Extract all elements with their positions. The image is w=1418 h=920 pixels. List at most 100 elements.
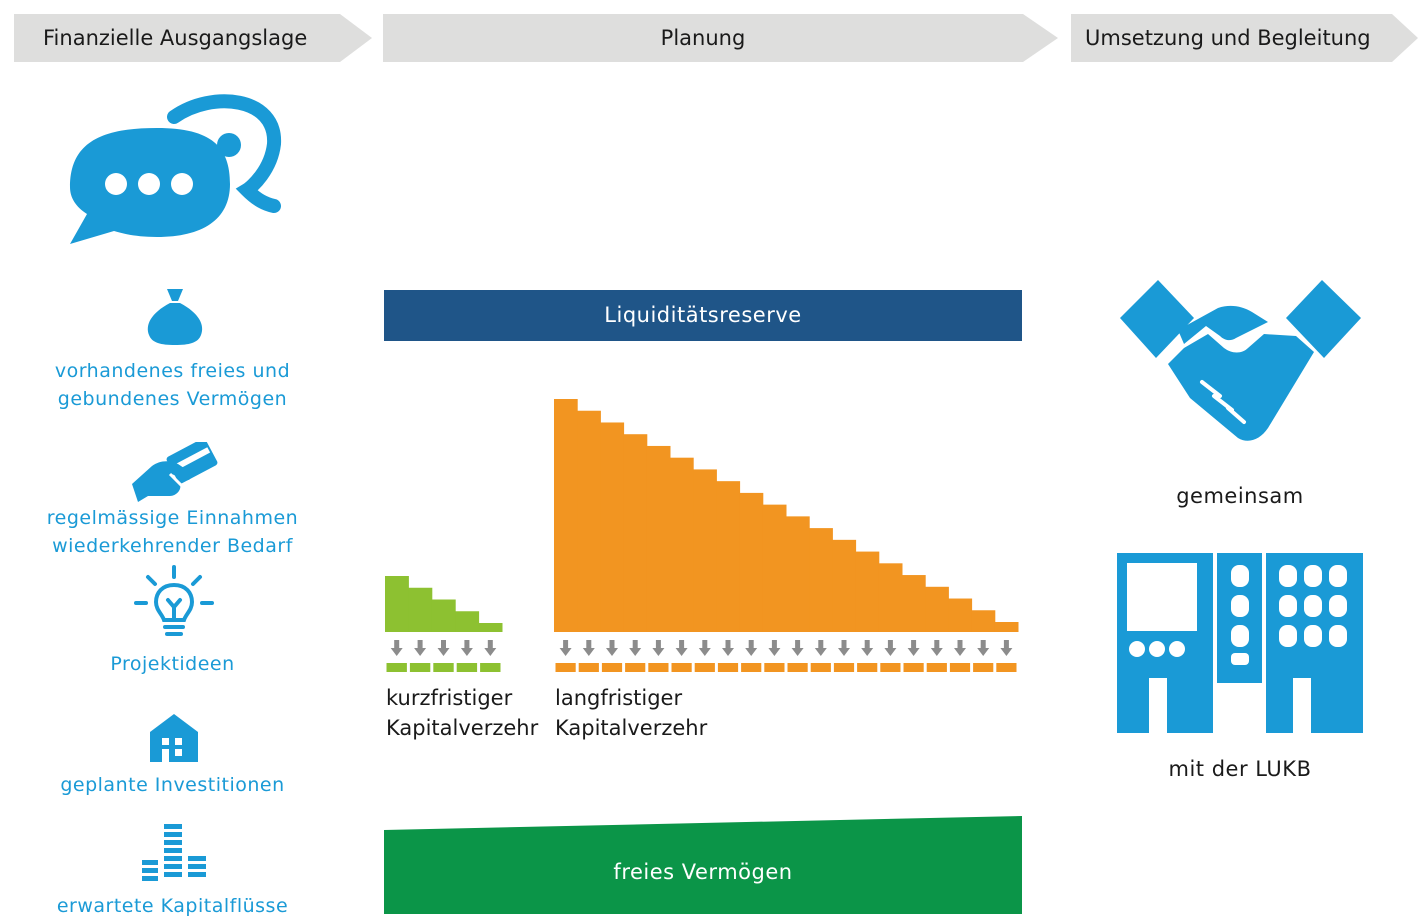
long-term-dash — [996, 663, 1017, 672]
long-term-arrow-head — [814, 648, 827, 656]
long-term-dash — [949, 663, 971, 672]
short-term-line1: kurzfristiger — [386, 686, 513, 710]
long-term-arrow-head — [791, 648, 804, 656]
short-term-arrow-shaft — [394, 640, 400, 649]
long-term-arrow-head — [977, 648, 990, 656]
together-caption: gemeinsam — [1176, 484, 1304, 508]
short-term-line2: Kapitalverzehr — [386, 716, 539, 740]
short-term-arrow-head — [414, 648, 427, 656]
coin-stacks-icon — [142, 824, 206, 881]
long-term-arrow-head — [722, 648, 734, 656]
long-term-step — [809, 528, 833, 632]
short-term-arrow-shaft — [464, 640, 470, 649]
long-term-step — [716, 481, 741, 632]
hand-card-icon — [132, 442, 218, 502]
cashflows-caption: erwartete Kapitalflüsse — [56, 895, 289, 917]
handshake-icon — [1120, 280, 1361, 441]
short-term-dash — [433, 663, 454, 672]
long-term-arrow-head — [745, 648, 758, 656]
short-term-step — [385, 576, 409, 632]
long-term-arrow-head — [907, 648, 920, 656]
long-term-arrow-head — [675, 648, 688, 656]
long-term-step — [600, 422, 625, 632]
long-term-step — [646, 445, 671, 632]
long-term-arrow-shaft — [911, 640, 917, 649]
long-term-arrow-shaft — [748, 640, 754, 649]
long-term-arrow-shaft — [655, 640, 661, 649]
money-bag-icon — [147, 289, 203, 345]
long-term-arrow-head — [768, 648, 781, 656]
long-term-arrow-shaft — [725, 640, 731, 649]
long-term-arrow-shaft — [864, 640, 870, 649]
long-term-arrow-head — [606, 648, 618, 656]
short-term-dash — [456, 663, 478, 672]
long-term-arrow-shaft — [841, 640, 847, 649]
long-term-arrow-head — [954, 648, 966, 656]
long-term-dash — [787, 663, 808, 672]
short-term-arrow-head — [484, 648, 497, 656]
long-term-dash — [903, 663, 924, 672]
with-bank-caption: mit der LUKB — [1168, 757, 1312, 781]
long-term-arrow-head — [1000, 648, 1013, 656]
long-term-step — [693, 469, 717, 632]
long-term-dash — [810, 663, 831, 672]
long-term-arrow-head — [652, 648, 665, 656]
long-term-arrow-head — [930, 648, 943, 656]
long-term-step — [577, 410, 601, 632]
long-term-step — [902, 575, 926, 632]
long-term-arrow-shaft — [957, 640, 963, 649]
step3-label: Umsetzung und Begleitung — [1085, 26, 1371, 50]
short-term-step — [431, 599, 456, 632]
long-term-arrow-head — [698, 648, 711, 656]
long-term-arrow-head — [861, 648, 874, 656]
speech-bubble-icon — [70, 94, 282, 244]
short-term-step — [455, 611, 480, 632]
long-term-dash — [764, 663, 785, 672]
long-term-dash — [833, 663, 855, 672]
short-term-arrow-head — [390, 648, 403, 656]
short-term-dash — [409, 663, 431, 672]
step2-chevron — [383, 14, 1058, 62]
step1-chevron — [14, 14, 372, 62]
free-assets-bar — [384, 816, 1022, 914]
lukb-building-icon — [1117, 553, 1363, 733]
long-term-dash — [857, 663, 878, 672]
long-term-dash — [880, 663, 901, 672]
long-term-step — [623, 434, 648, 632]
long-term-arrow-shaft — [632, 640, 638, 649]
free-assets-label: freies Vermögen — [613, 860, 793, 884]
liquidity-reserve-bar: Liquiditätsreserve — [384, 290, 1022, 341]
short-term-label: kurzfristiger Kapitalverzehr — [386, 683, 538, 743]
long-term-arrow-head — [629, 648, 642, 656]
short-term-step — [478, 623, 503, 632]
long-term-step — [971, 610, 996, 632]
long-term-arrow-head — [838, 648, 850, 656]
long-term-step — [832, 539, 857, 632]
liquidity-reserve-label: Liquiditätsreserve — [604, 303, 802, 327]
assets-caption-line2: gebundenes Vermögen — [57, 388, 288, 410]
short-term-arrow-shaft — [441, 640, 446, 649]
long-term-dash — [694, 663, 715, 672]
long-term-arrow-shaft — [563, 640, 569, 649]
long-term-label: langfristiger Kapitalverzehr — [555, 683, 707, 743]
long-term-arrow-head — [582, 648, 595, 656]
long-term-arrow-shaft — [818, 640, 824, 649]
long-term-dash — [926, 663, 947, 672]
step1-label: Finanzielle Ausgangslage — [43, 26, 308, 50]
long-term-dash — [578, 663, 599, 672]
long-term-step — [670, 457, 694, 632]
long-term-step — [786, 516, 810, 632]
short-term-dash — [480, 663, 501, 672]
short-term-dash — [386, 663, 407, 672]
long-term-dash — [648, 663, 669, 672]
long-term-arrow-shaft — [980, 640, 986, 649]
income-caption: regelmässige Einnahmen wiederkehrender B… — [40, 504, 305, 560]
long-term-arrow-shaft — [679, 640, 685, 649]
process-header — [14, 14, 1418, 62]
assets-caption-line1: vorhandenes freies und — [54, 360, 291, 382]
long-term-arrow-head — [884, 648, 897, 656]
long-term-arrow-shaft — [771, 640, 777, 649]
step3-chevron — [1071, 14, 1418, 62]
assets-caption: vorhandenes freies und gebundenes Vermög… — [40, 357, 305, 413]
